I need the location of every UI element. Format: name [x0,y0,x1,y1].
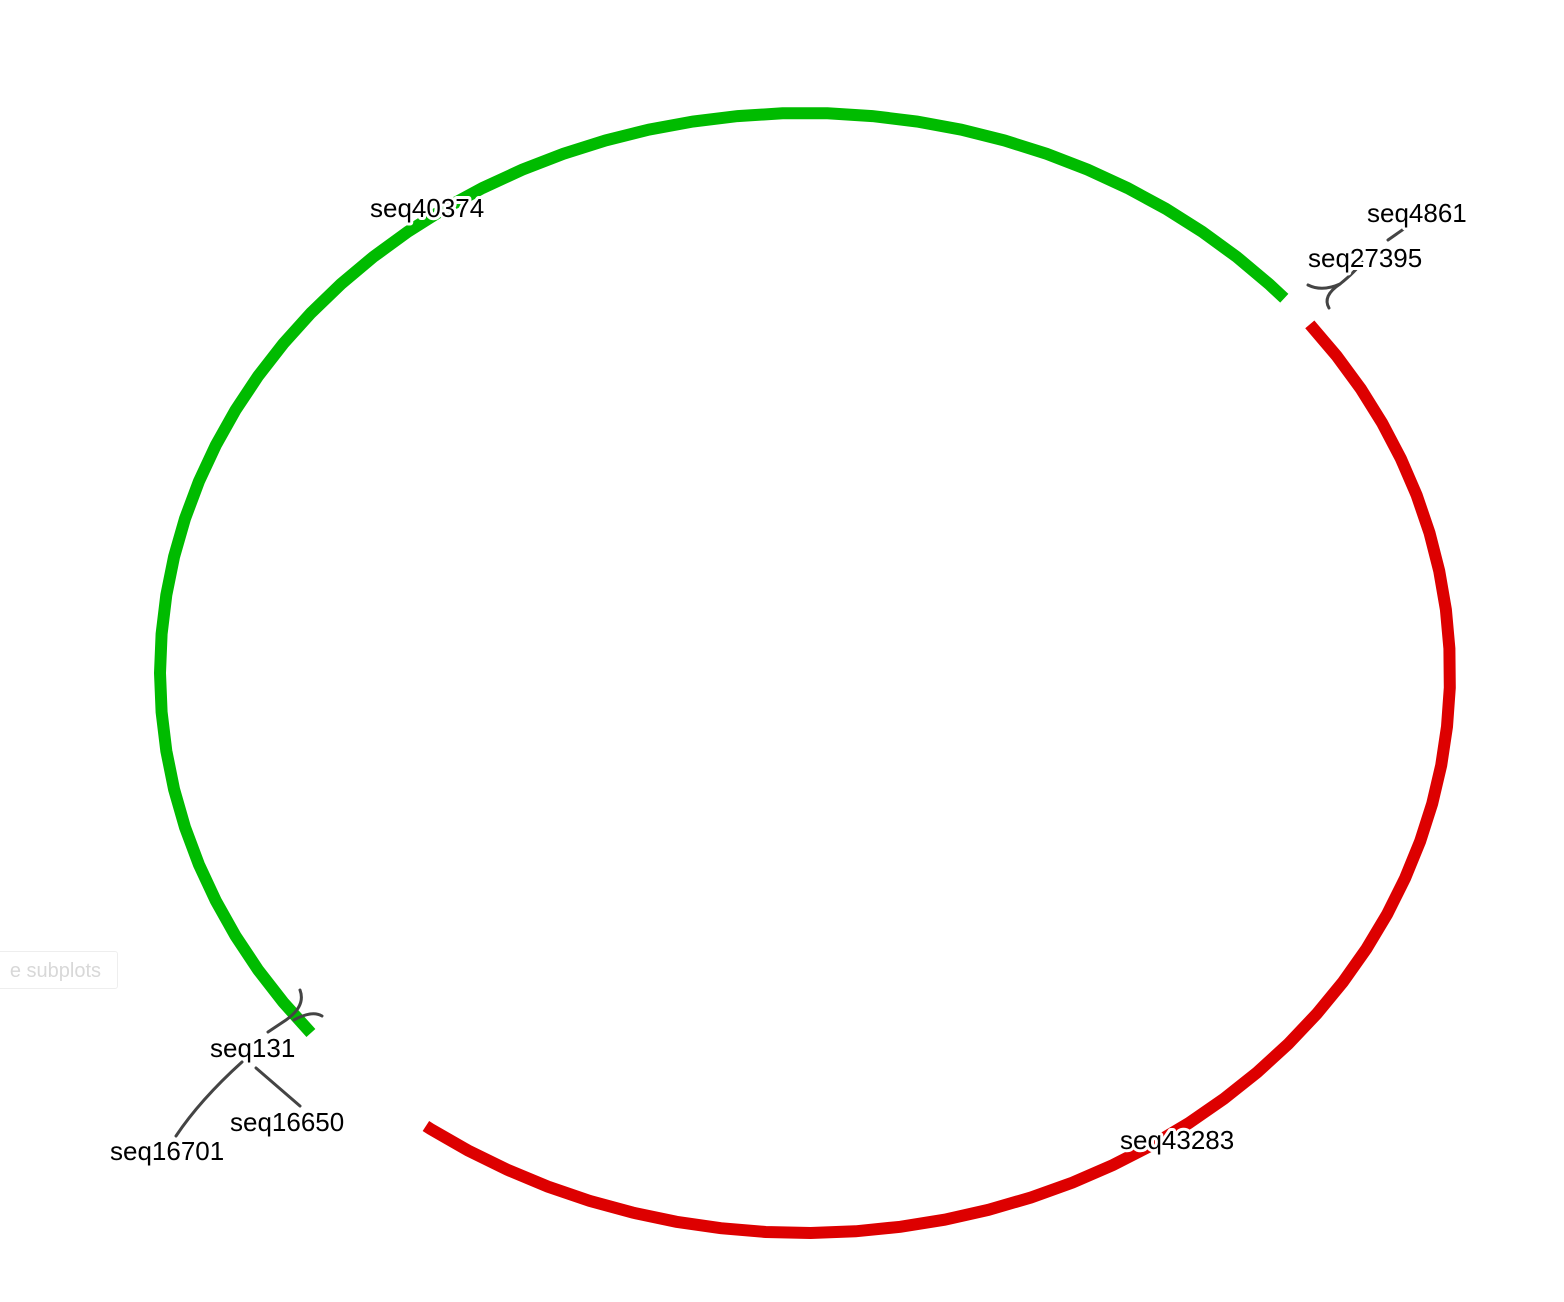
svg-text:seq131: seq131 [210,1033,295,1063]
svg-text:seq27395: seq27395 [1308,243,1422,273]
label-seq16701: seq16701 [110,1136,224,1166]
subplots-button[interactable]: e subplots [0,951,118,989]
branch-seq27395 [1325,260,1364,310]
svg-text:seq4861: seq4861 [1367,198,1467,228]
branch-seq16701 [174,1060,244,1138]
svg-text:seq43283: seq43283 [1120,1125,1234,1155]
ring-layer [153,107,1456,1240]
label-seq27395: seq27395 [1308,243,1422,273]
svg-text:seq40374: seq40374 [370,193,484,223]
leaf-seq131[interactable]: seq131 seq131 [207,1030,298,1066]
branch-seq4861 [1386,224,1410,242]
clade-red-arc [422,320,1456,1240]
connector-layer [174,224,1410,1138]
leaf-seq16701[interactable]: seq16701 seq16701 [107,1133,227,1169]
leaf-seq4861[interactable]: seq4861 seq4861 [1364,195,1470,231]
svg-text:seq16701: seq16701 [110,1136,224,1166]
leaf-seq40374[interactable]: seq40374 seq40374 [367,190,487,226]
svg-text:seq16650: seq16650 [230,1107,344,1137]
leaf-seq27395[interactable]: seq27395 seq27395 [1305,240,1425,276]
branch-lower-junction [266,988,303,1034]
branch-seq16650 [254,1066,302,1108]
label-layer: seq40374 seq40374 seq4861 seq4861 seq273… [107,190,1470,1169]
branch-red-link [292,1012,324,1022]
leaf-seq16650[interactable]: seq16650 seq16650 [227,1104,347,1140]
label-seq43283: seq43283 [1120,1125,1234,1155]
label-seq40374: seq40374 [370,193,484,223]
leaf-seq43283[interactable]: seq43283 seq43283 [1117,1122,1237,1158]
label-seq16650: seq16650 [230,1107,344,1137]
label-seq131: seq131 [210,1033,295,1063]
label-seq4861: seq4861 [1367,198,1467,228]
clade-green-arc [153,107,1289,1038]
